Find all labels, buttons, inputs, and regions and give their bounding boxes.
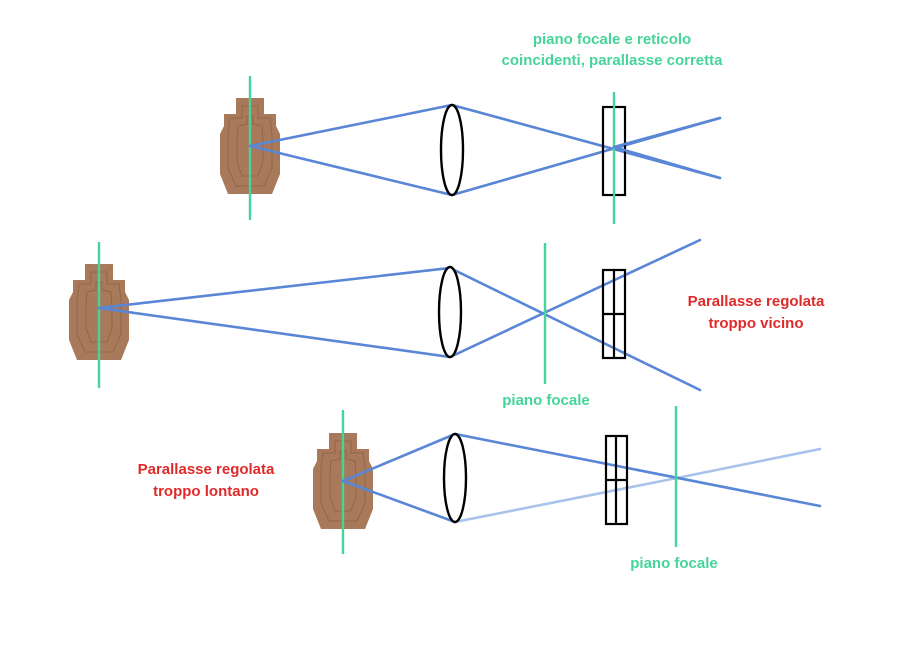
light-ray-lower-exit — [612, 116, 722, 149]
lens-icon — [437, 265, 463, 359]
status-too-near-line1: Parallasse regolata — [688, 293, 825, 310]
light-ray-lower-faint — [453, 447, 822, 524]
row-too-near: piano focale Parallasse regolata troppo … — [68, 238, 825, 409]
caption-correct-line2: coincidenti, parallasse corretta — [502, 52, 724, 69]
caption-correct-line1: piano focale e reticolo — [533, 31, 691, 48]
light-ray-upper-exit — [612, 145, 722, 180]
status-too-near-line2: troppo vicino — [709, 315, 804, 332]
focal-plane-label: piano focale — [502, 392, 590, 409]
status-too-far-line2: troppo lontano — [153, 483, 259, 500]
lens-icon — [442, 432, 468, 524]
light-ray-lower — [341, 479, 457, 524]
light-ray-upper — [97, 266, 702, 392]
status-too-far-line1: Parallasse regolata — [138, 461, 275, 478]
light-ray-upper — [341, 432, 822, 508]
light-ray-upper — [248, 103, 722, 180]
row-too-far: piano focale Parallasse regolata troppo … — [138, 406, 822, 572]
focal-plane-label: piano focale — [630, 555, 718, 572]
row-correct: piano focale e reticolo coincidenti, par… — [219, 31, 724, 224]
lens-icon — [439, 103, 465, 197]
